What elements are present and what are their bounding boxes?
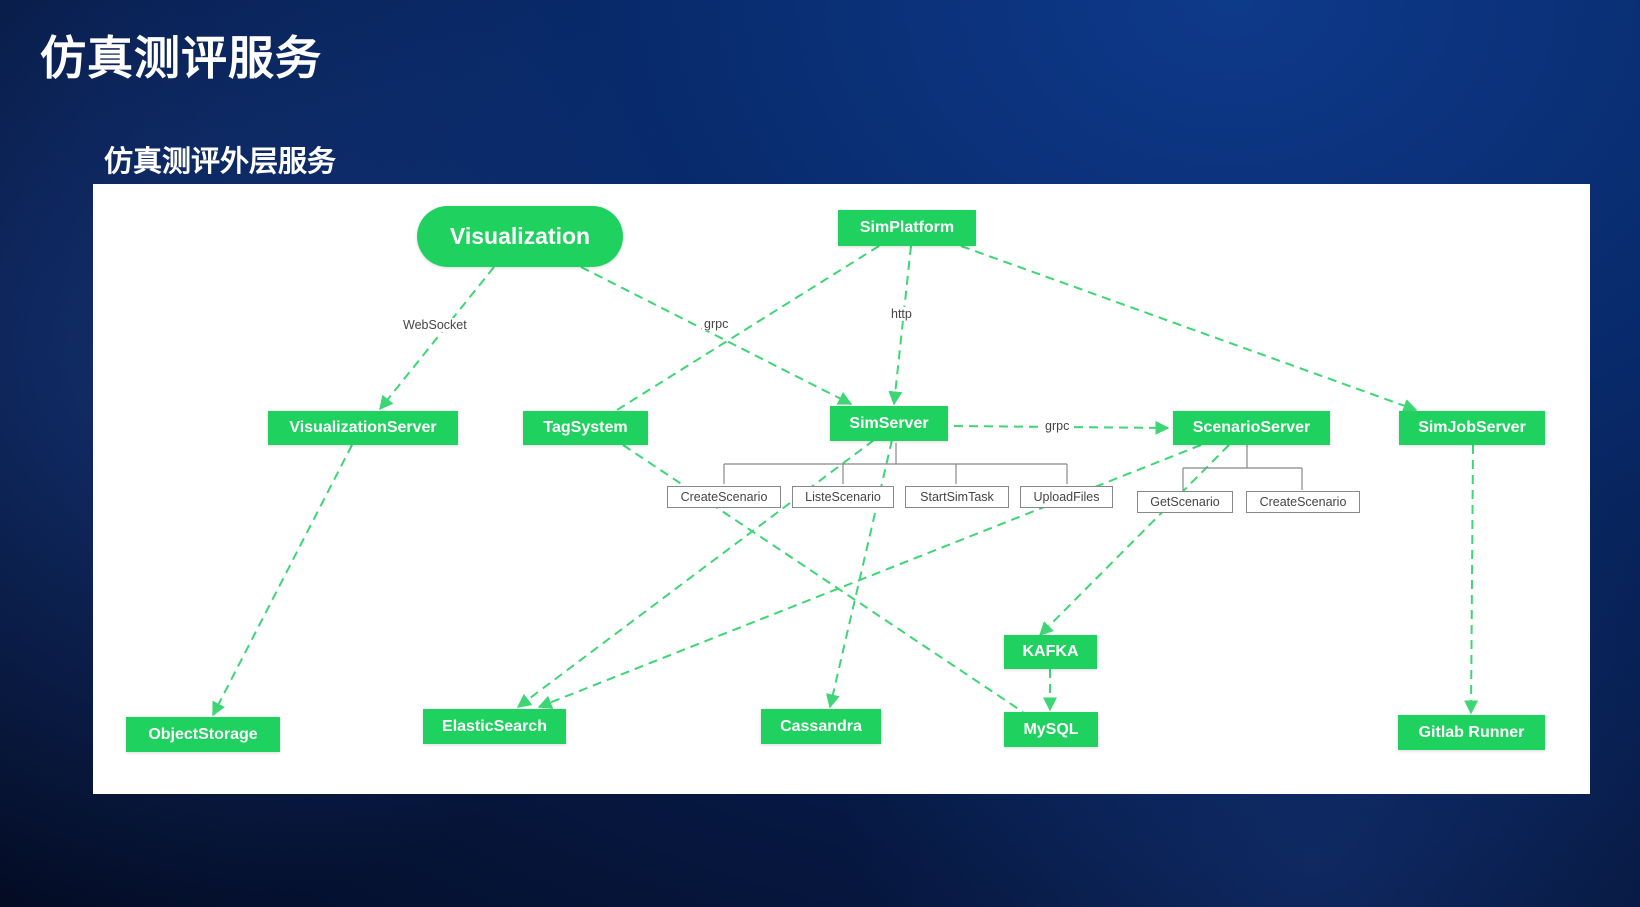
edge-scenarioserver-to-kafka <box>1039 444 1230 636</box>
node-tagsystem[interactable]: TagSystem <box>523 411 648 445</box>
scenarioserver-method-bracket <box>1182 445 1303 490</box>
edge-visualization-to-simserver <box>580 266 853 405</box>
edge-simplatform-to-simserver <box>888 245 912 406</box>
edge-label-grpc-simserver: grpc <box>1043 419 1072 433</box>
node-simserver[interactable]: SimServer <box>830 406 948 441</box>
node-simplatform[interactable]: SimPlatform <box>838 210 976 246</box>
edge-simplatform-to-tagsystem <box>616 245 880 411</box>
node-elasticsearch[interactable]: ElasticSearch <box>423 709 566 744</box>
edge-simserver-to-cassandra <box>826 439 893 709</box>
diagram-panel: WebSocket grpc http grpc Visualization S… <box>93 184 1590 794</box>
method-scenarioserver-createscenario[interactable]: CreateScenario <box>1246 491 1360 513</box>
method-simserver-createscenario[interactable]: CreateScenario <box>667 486 781 508</box>
node-visualizationserver[interactable]: VisualizationServer <box>268 411 458 445</box>
node-mysql[interactable]: MySQL <box>1004 712 1098 747</box>
node-kafka[interactable]: KAFKA <box>1004 635 1097 669</box>
node-simjobserver[interactable]: SimJobServer <box>1399 411 1545 445</box>
page-title: 仿真测评服务 <box>40 31 322 85</box>
method-scenarioserver-getscenario[interactable]: GetScenario <box>1137 491 1233 513</box>
node-visualization[interactable]: Visualization <box>417 206 623 267</box>
node-objectstorage[interactable]: ObjectStorage <box>126 717 280 752</box>
edge-simserver-to-elasticsearch <box>516 439 875 708</box>
edge-scenarioserver-to-elasticsearch <box>537 444 1202 709</box>
method-simserver-startsimtask[interactable]: StartSimTask <box>905 486 1009 508</box>
edge-simplatform-to-simjobserver <box>960 245 1418 413</box>
edge-visualization-to-visualizationserver <box>379 266 495 411</box>
diagram-edges <box>212 245 1479 717</box>
edge-visualizationserver-to-objectstorage <box>212 444 353 717</box>
simserver-method-bracket <box>723 443 1068 484</box>
edge-label-http: http <box>889 307 914 321</box>
node-cassandra[interactable]: Cassandra <box>761 709 881 744</box>
method-simserver-listescenario[interactable]: ListeScenario <box>792 486 894 508</box>
edge-simjobserver-to-gitlabrunner <box>1464 444 1479 715</box>
method-simserver-uploadfiles[interactable]: UploadFiles <box>1020 486 1113 508</box>
edge-label-grpc-visualization: grpc <box>702 317 731 331</box>
node-gitlab-runner[interactable]: Gitlab Runner <box>1398 715 1545 750</box>
section-subtitle: 仿真测评外层服务 <box>104 144 337 178</box>
node-scenarioserver[interactable]: ScenarioServer <box>1173 411 1330 445</box>
edge-label-websocket: WebSocket <box>401 318 469 332</box>
